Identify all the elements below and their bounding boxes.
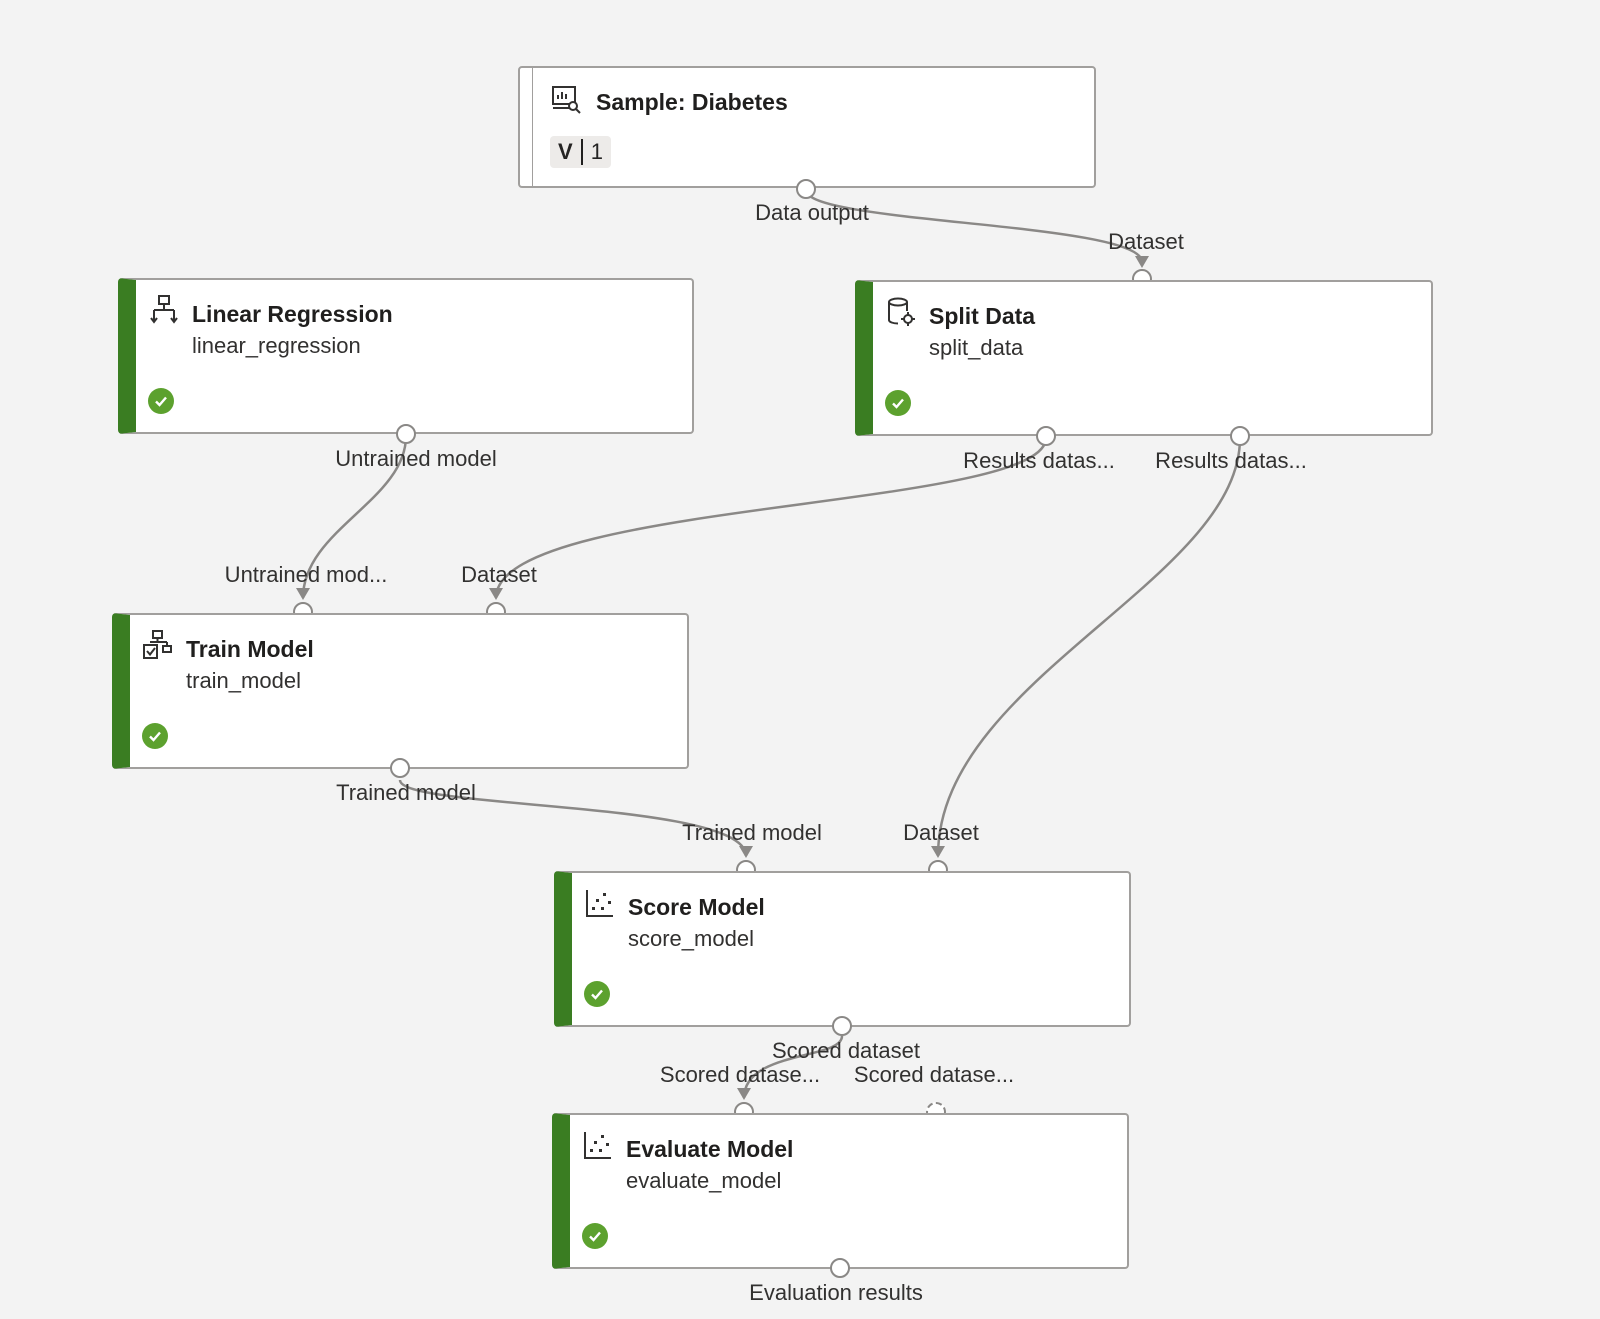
port-label-data-output: Data output	[755, 200, 869, 225]
node-title: Train Model	[186, 636, 314, 662]
completed-check-icon	[148, 388, 174, 414]
port-label-evaluate-scored-2: Scored datase...	[853, 1062, 1015, 1087]
arrow-score-trained	[739, 846, 753, 858]
scatter-plot-icon	[582, 1129, 614, 1161]
arrow-score-dataset	[931, 846, 945, 858]
node-title: Score Model	[628, 894, 765, 920]
port-trained-model-output[interactable]	[390, 758, 410, 778]
arrow-split-dataset	[1135, 256, 1149, 268]
node-subtitle: score_model	[628, 926, 754, 951]
node-title: Linear Regression	[192, 301, 393, 327]
port-results-dataset-2[interactable]	[1230, 426, 1250, 446]
version-divider	[580, 139, 583, 165]
node-train-model[interactable]: Train Model train_model	[112, 613, 689, 769]
completed-check-icon	[584, 981, 610, 1007]
node-subtitle: evaluate_model	[626, 1168, 782, 1193]
version-number: 1	[590, 139, 603, 164]
port-evaluation-results-output[interactable]	[830, 1258, 850, 1278]
node-score-model[interactable]: Score Model score_model	[554, 871, 1131, 1027]
port-label-scored-dataset: Scored dataset	[772, 1038, 920, 1063]
port-scored-dataset-output[interactable]	[832, 1016, 852, 1036]
node-title: Evaluate Model	[626, 1136, 794, 1162]
port-label-score-trained: Trained model	[682, 820, 822, 845]
scatter-plot-icon	[584, 887, 616, 919]
dataset-icon	[550, 84, 582, 116]
node-linear-regression[interactable]: Linear Regression linear_regression	[118, 278, 694, 434]
node-title: Sample: Diabetes	[596, 89, 788, 115]
port-untrained-model-output[interactable]	[396, 424, 416, 444]
port-results-dataset-1[interactable]	[1036, 426, 1056, 446]
completed-check-icon	[885, 390, 911, 416]
node-subtitle: split_data	[929, 335, 1024, 360]
node-title: Split Data	[929, 303, 1036, 329]
version-letter: V	[558, 139, 573, 164]
port-label-trained-model: Trained model	[336, 780, 476, 805]
arrow-train-untrained	[296, 588, 310, 600]
node-split-data[interactable]: Split Data split_data	[855, 280, 1433, 436]
port-label-evaluate-scored-1: Scored datase...	[659, 1062, 821, 1087]
node-sample-diabetes[interactable]: Sample: Diabetes V 1	[518, 66, 1096, 188]
arrow-evaluate-scored	[737, 1088, 751, 1100]
port-label-evaluation-results: Evaluation results	[749, 1280, 923, 1305]
port-label-train-untrained: Untrained mod...	[224, 562, 388, 587]
arrow-train-dataset	[489, 588, 503, 600]
completed-check-icon	[142, 723, 168, 749]
port-label-results-dataset-2: Results datas...	[1155, 448, 1307, 473]
port-label-score-dataset: Dataset	[903, 820, 979, 845]
port-label-results-dataset-1: Results datas...	[963, 448, 1115, 473]
completed-check-icon	[582, 1223, 608, 1249]
algorithm-tree-icon	[148, 294, 180, 326]
port-label-split-dataset: Dataset	[1108, 229, 1184, 254]
connection-split2-to-score-dataset[interactable]	[936, 437, 1242, 857]
train-model-icon	[142, 629, 174, 661]
port-label-train-dataset: Dataset	[461, 562, 537, 587]
port-data-output[interactable]	[796, 179, 816, 199]
port-label-untrained-model: Untrained model	[335, 446, 497, 471]
version-badge[interactable]: V 1	[550, 136, 611, 168]
database-gear-icon	[885, 296, 917, 328]
node-evaluate-model[interactable]: Evaluate Model evaluate_model	[552, 1113, 1129, 1269]
node-subtitle: train_model	[186, 668, 301, 693]
node-subtitle: linear_regression	[192, 333, 361, 358]
